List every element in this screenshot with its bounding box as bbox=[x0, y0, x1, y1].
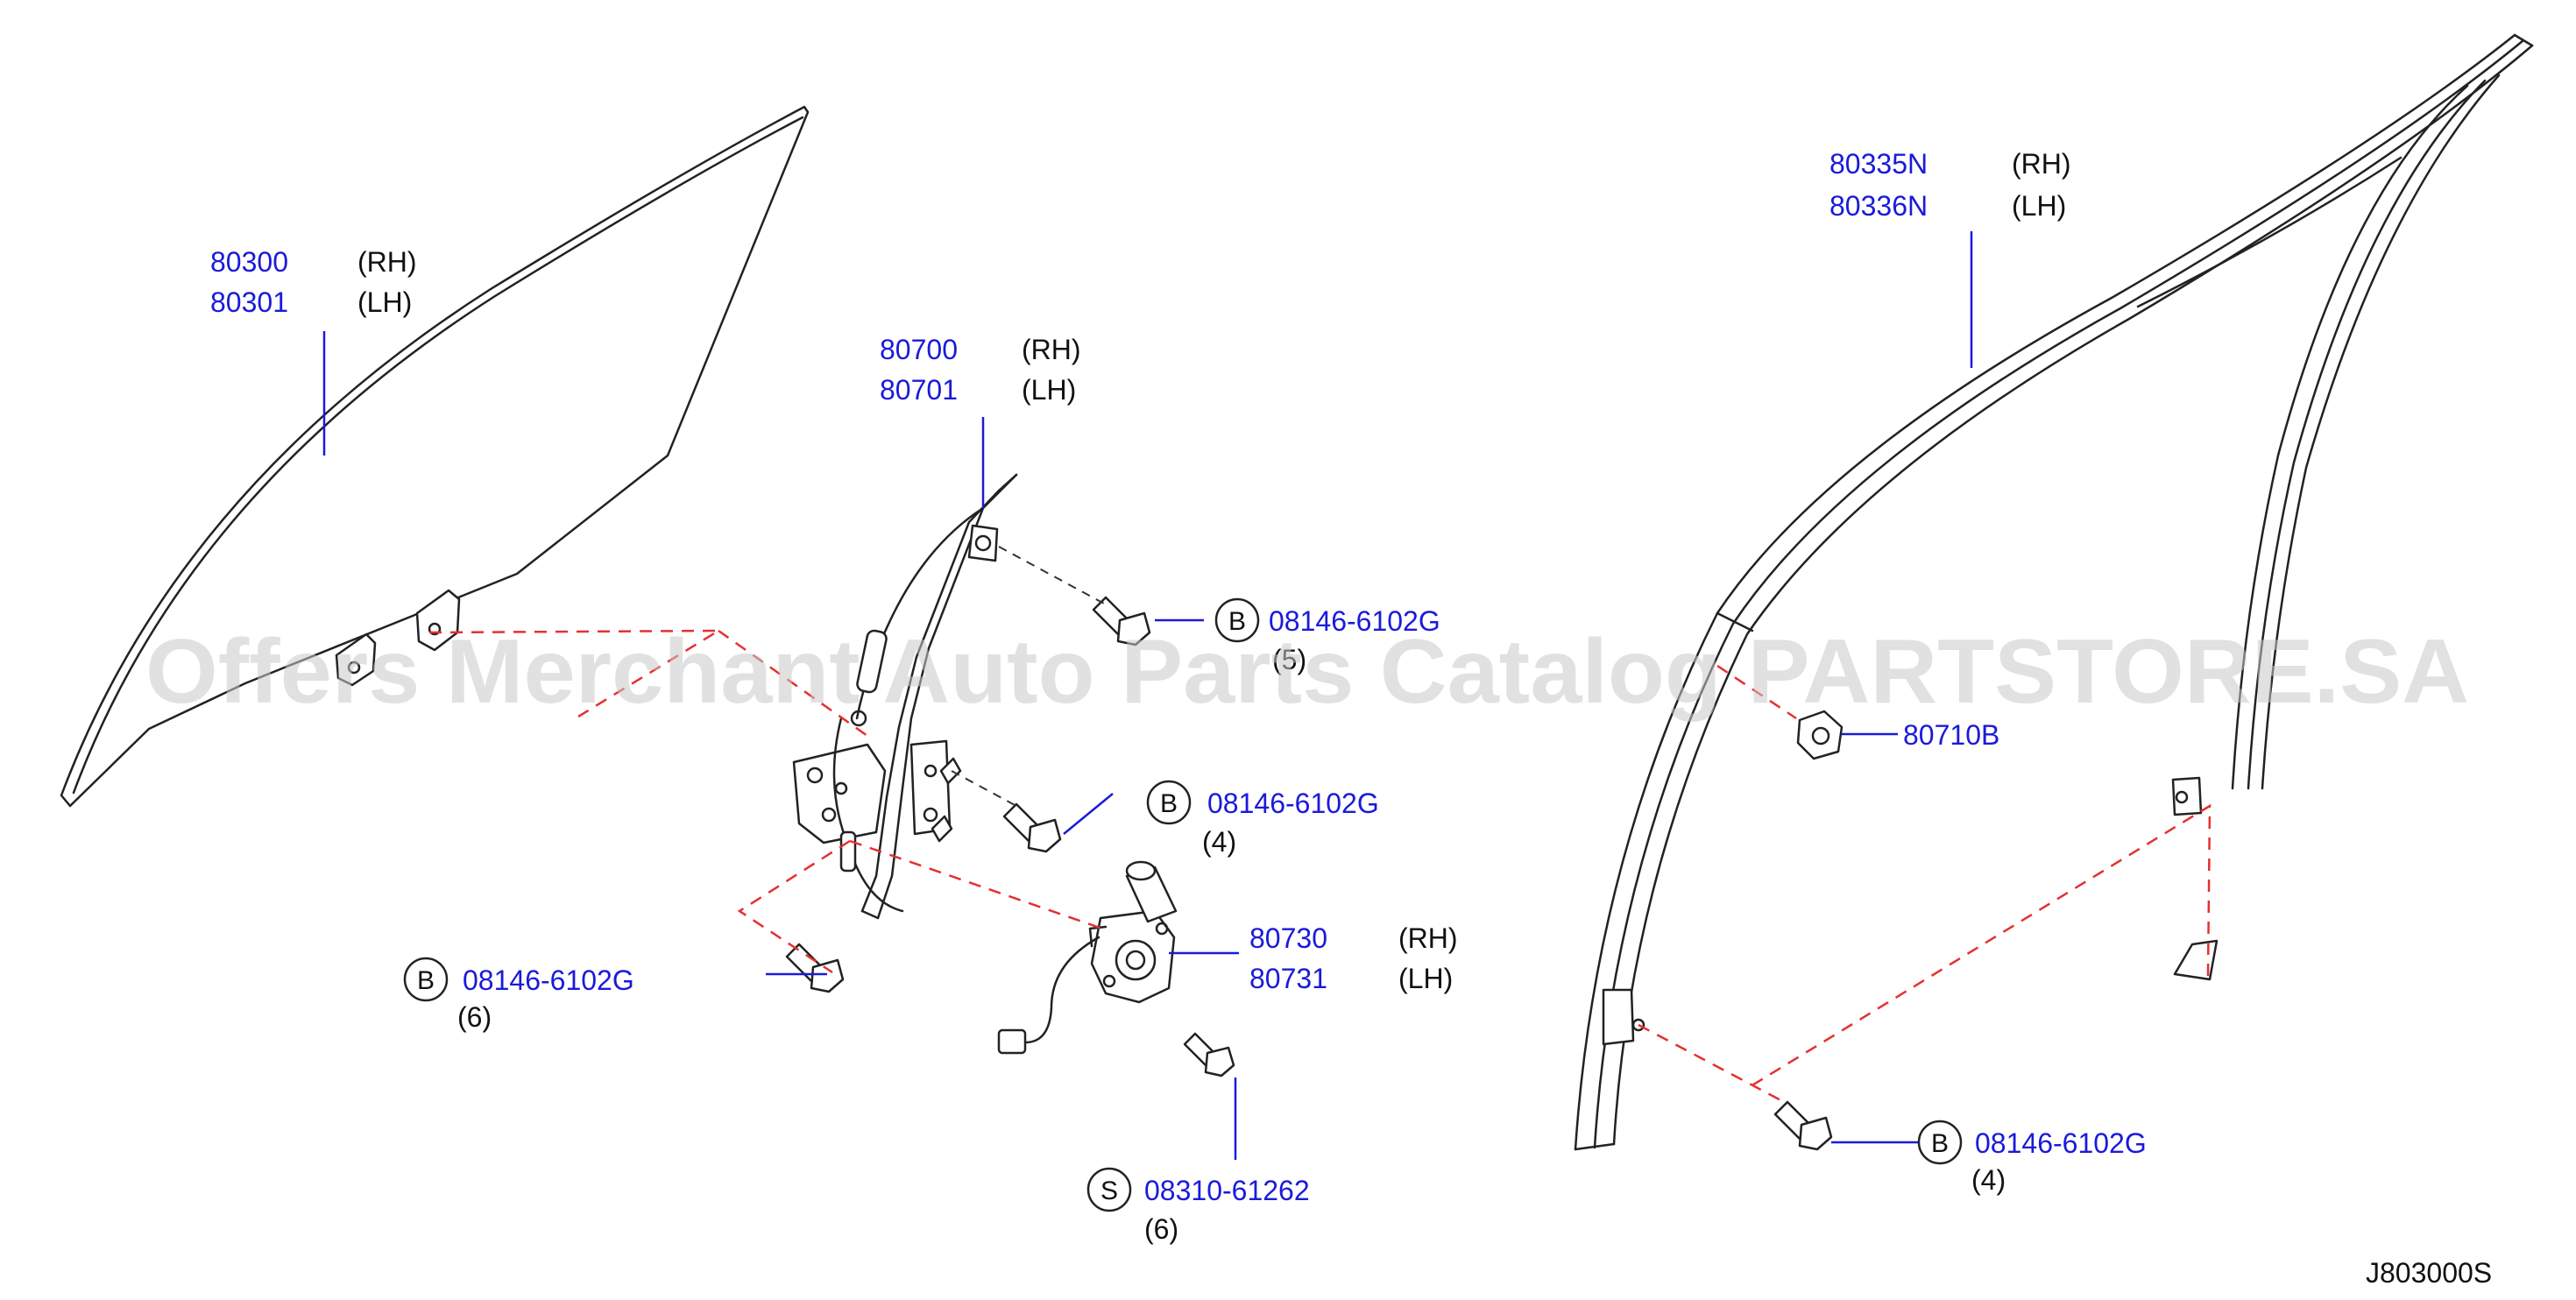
motor-side-lh: (LH) bbox=[1398, 963, 1453, 994]
screw-motor-part[interactable]: 08310-61262 bbox=[1144, 1175, 1310, 1206]
callout-nut: 80710B bbox=[1903, 719, 1999, 751]
bolt-middle-symbol: B bbox=[1160, 789, 1178, 818]
callout-motor: 80730 (RH) 80731 (LH) bbox=[1249, 922, 1458, 994]
glass-part-lh[interactable]: 80301 bbox=[210, 286, 288, 318]
screw-motor-qty: (6) bbox=[1144, 1213, 1178, 1245]
diagram-code: J803000S bbox=[2366, 1257, 2492, 1289]
motor-side-rh: (RH) bbox=[1398, 922, 1458, 954]
callout-bolt-middle: B 08146-6102G (4) bbox=[1146, 780, 1379, 858]
bolt-sash-drawing bbox=[1773, 1100, 1833, 1151]
nut-part[interactable]: 80710B bbox=[1903, 719, 1999, 751]
motor-part-rh[interactable]: 80730 bbox=[1249, 922, 1327, 954]
screw-motor-symbol: S bbox=[1100, 1176, 1118, 1205]
bolt-middle-symbol-circle bbox=[1146, 780, 1192, 825]
callout-bolt-left: B 08146-6102G (6) bbox=[403, 957, 634, 1033]
motor-part-lh[interactable]: 80731 bbox=[1249, 963, 1327, 994]
bolt-upper-qty: (5) bbox=[1272, 644, 1306, 675]
watermark: Offers Merchant Auto Parts Catalog PARTS… bbox=[145, 621, 2469, 723]
door-glass-drawing bbox=[60, 105, 810, 808]
regulator-part-lh[interactable]: 80701 bbox=[880, 374, 958, 406]
window-regulator-drawing bbox=[792, 473, 1018, 920]
sash-side-lh: (LH) bbox=[2012, 190, 2066, 222]
callout-screw-motor: S 08310-61262 (6) bbox=[1086, 1167, 1310, 1245]
sash-nut-drawing bbox=[1796, 710, 1844, 760]
callout-bolt-sash: B 08146-6102G (4) bbox=[1917, 1120, 2147, 1196]
bolt-sash-symbol: B bbox=[1931, 1129, 1949, 1158]
bolt-sash-qty: (4) bbox=[1971, 1164, 2006, 1196]
bolt-left-qty: (6) bbox=[457, 1001, 492, 1033]
glass-side-lh: (LH) bbox=[357, 286, 412, 318]
sash-part-lh[interactable]: 80336N bbox=[1829, 190, 1928, 222]
callout-regulator: 80700 (RH) 80701 (LH) bbox=[880, 334, 1081, 406]
bolt-sash-part[interactable]: 08146-6102G bbox=[1975, 1127, 2147, 1159]
bolt-upper-part[interactable]: 08146-6102G bbox=[1269, 605, 1440, 637]
bolt-upper-symbol: B bbox=[1228, 607, 1246, 636]
motor-screw-drawing bbox=[1183, 1032, 1235, 1077]
bolt-sash-symbol-circle bbox=[1917, 1120, 1963, 1165]
callout-sash: 80335N (RH) 80336N (LH) bbox=[1829, 148, 2071, 222]
screw-motor-symbol-circle bbox=[1086, 1167, 1132, 1212]
bolt-upper-drawing bbox=[1092, 596, 1151, 646]
regulator-side-rh: (RH) bbox=[1022, 334, 1081, 365]
bolt-middle-qty: (4) bbox=[1202, 826, 1236, 858]
sash-part-rh[interactable]: 80335N bbox=[1829, 148, 1928, 180]
regulator-motor-drawing bbox=[997, 860, 1178, 1055]
callout-glass: 80300 (RH) 80301 (LH) bbox=[210, 246, 417, 318]
sash-side-rh: (RH) bbox=[2012, 148, 2071, 180]
guide-lines bbox=[428, 546, 2212, 1106]
regulator-part-rh[interactable]: 80700 bbox=[880, 334, 958, 365]
leader-lines bbox=[322, 231, 1973, 1160]
glass-part-rh[interactable]: 80300 bbox=[210, 246, 288, 278]
bolt-left-symbol: B bbox=[417, 966, 435, 995]
bolt-middle-drawing bbox=[1002, 802, 1062, 853]
bolt-middle-part[interactable]: 08146-6102G bbox=[1207, 788, 1379, 819]
bolt-left-drawing bbox=[785, 943, 845, 993]
callout-bolt-upper: B 08146-6102G (5) bbox=[1214, 597, 1440, 675]
door-sash-drawing bbox=[1574, 33, 2534, 1151]
regulator-side-lh: (LH) bbox=[1022, 374, 1076, 406]
bolt-left-part[interactable]: 08146-6102G bbox=[463, 964, 634, 996]
glass-side-rh: (RH) bbox=[357, 246, 417, 278]
bolt-upper-symbol-circle bbox=[1214, 597, 1260, 643]
bolt-left-symbol-circle bbox=[403, 957, 449, 1002]
